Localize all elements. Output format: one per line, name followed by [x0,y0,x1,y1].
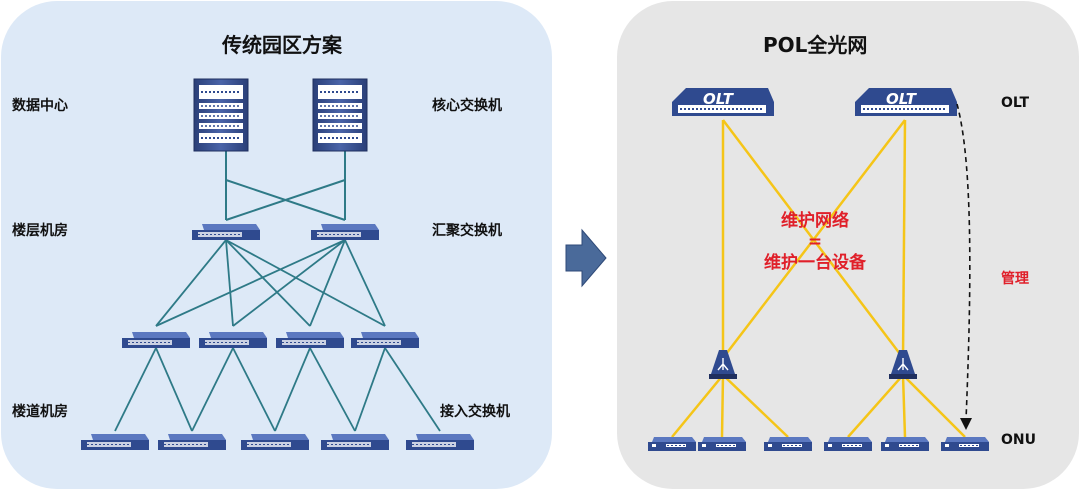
message-line-3: 维护一台设备 [764,253,866,273]
onu-device-5 [880,436,930,452]
right-panel-title: POL全光网 [763,33,868,57]
transition-arrow-icon [565,228,607,288]
label-floor-room: 楼层机房 [12,223,68,239]
pol-network-panel [617,1,1079,489]
olt-device-1-text: OLT [703,90,735,108]
aggregation-switch-1 [191,223,261,241]
corridor-switch-3 [240,433,310,451]
onu-device-2 [697,436,747,452]
core-switch-1 [193,78,249,152]
onu-device-3 [763,436,813,452]
onu-device-1 [647,436,697,452]
access-switch-4 [350,331,420,349]
maintenance-message: 维护网络 = 维护一台设备 [740,208,890,276]
message-line-2: = [807,232,823,252]
optical-splitter-2 [888,349,918,380]
label-olt: OLT [1001,95,1030,111]
management-arrowhead-icon [960,418,972,430]
olt-to-splitter-fibers [721,119,907,359]
access-switch-1 [121,331,191,349]
left-panel-title: 传统园区方案 [222,33,342,57]
aggregation-to-access-links [155,239,386,327]
core-to-aggregation-links [225,150,346,221]
label-data-center: 数据中心 [12,98,68,114]
traditional-campus-panel [1,1,552,489]
corridor-switch-5 [405,433,475,451]
corridor-switch-2 [157,433,227,451]
olt-device-2-text: OLT [886,90,918,108]
corridor-switch-1 [80,433,150,451]
access-switch-3 [275,331,345,349]
label-aggregation-switch: 汇聚交换机 [432,223,502,239]
aggregation-switch-2 [310,223,380,241]
message-line-1: 维护网络 [781,211,849,231]
label-corridor-room: 楼道机房 [12,404,68,420]
access-to-corridor-links [114,347,441,432]
onu-device-6 [940,436,990,452]
optical-splitter-1 [708,349,738,380]
label-access-switch: 接入交换机 [440,404,510,420]
onu-device-4 [823,436,873,452]
access-switch-2 [198,331,268,349]
splitter-to-onu-fibers [671,374,966,438]
label-management: 管理 [1001,271,1029,287]
management-dashed-arrow [956,103,971,421]
core-switch-2 [312,78,368,152]
label-core-switch: 核心交换机 [432,98,502,114]
label-onu: ONU [1001,432,1036,448]
corridor-switch-4 [320,433,390,451]
